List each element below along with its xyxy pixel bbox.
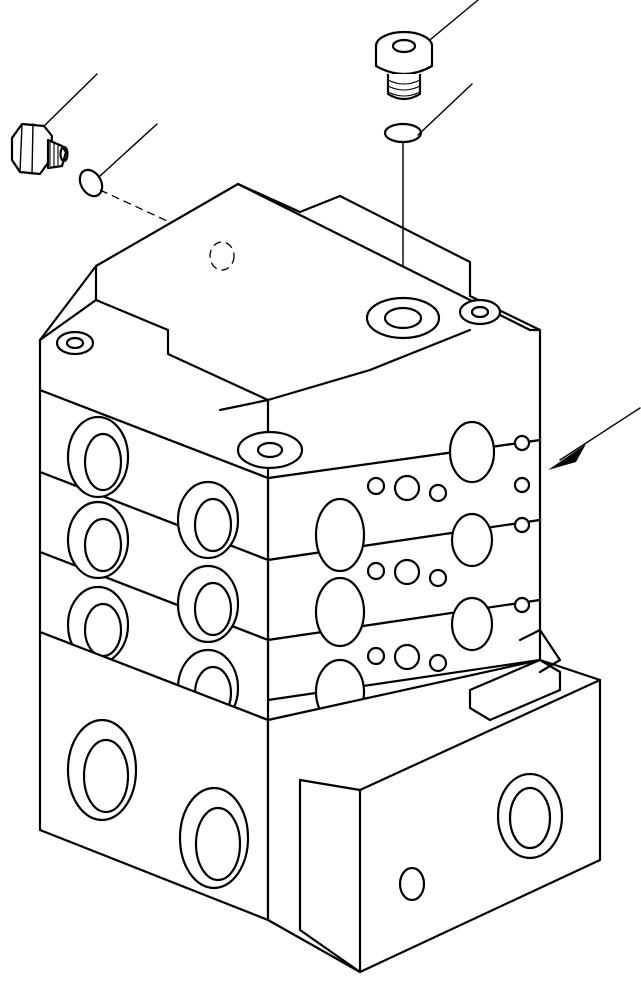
port-inlet-small	[398, 866, 426, 902]
valve-assembly	[38, 182, 602, 974]
port-end-1	[314, 497, 366, 573]
leader-line-plug-top	[424, 0, 479, 45]
arrowhead-assembly	[548, 444, 586, 470]
oring-left	[78, 168, 104, 198]
leader-lines	[41, 0, 641, 470]
plug-port-hidden	[209, 241, 235, 271]
oring-top	[383, 122, 423, 144]
leader-line-plug-left	[41, 73, 98, 129]
plug-top	[374, 30, 434, 101]
leader-line-oring-left	[99, 123, 158, 177]
leader-line-oring-top	[417, 83, 473, 136]
plug-left	[10, 122, 69, 176]
port-end-2	[314, 576, 366, 648]
leader-line-assembly	[559, 407, 641, 461]
